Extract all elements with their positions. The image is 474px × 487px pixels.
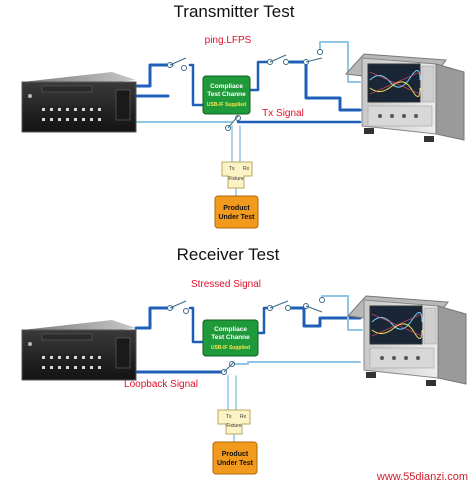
transmitter-section: Transmitter Test ping.LFPS (21, 2, 465, 229)
fixture-tx: Tx (226, 414, 232, 420)
channel-line3: USB-IF Supplied (207, 102, 246, 108)
transmitter-bottom-label: Tx Signal (262, 108, 304, 119)
receiver-top-label: Stressed Signal (191, 279, 261, 290)
dut-line2: Under Test (217, 460, 254, 467)
fixture-rx: Rx (240, 414, 247, 420)
transmitter-oscilloscope (344, 53, 465, 142)
transmitter-compliance-channel: Compliace Test Channe USB-IF Supplied (202, 75, 251, 115)
receiver-switches (167, 297, 325, 375)
receiver-cables (134, 295, 363, 443)
dut-line2: Under Test (218, 214, 255, 221)
channel-line1: Compliace (214, 326, 247, 333)
transmitter-dut: Product Under Test (214, 195, 259, 229)
transmitter-top-label: ping.LFPS (205, 35, 252, 46)
receiver-fixture: Tx Rx Fixture (217, 409, 251, 435)
receiver-bottom-label: Loopback Signal (124, 379, 198, 390)
fixture-rx: Rx (243, 166, 250, 172)
transmitter-switches (167, 49, 323, 131)
receiver-title: Receiver Test (177, 245, 280, 264)
transmitter-signal-generator (21, 72, 137, 133)
transmitter-fixture: Tx Rx Fixture (221, 161, 253, 189)
channel-line1: Compliace (210, 83, 243, 90)
dut-line1: Product (222, 451, 249, 458)
fixture-name: Fixture (228, 176, 244, 182)
channel-line3: USB-IF Supplied (211, 345, 250, 351)
transmitter-title: Transmitter Test (174, 2, 295, 21)
receiver-dut: Product Under Test (212, 441, 258, 475)
channel-line2: Test Channe (211, 334, 250, 341)
watermark: www.55dianzi.com (376, 471, 468, 483)
receiver-compliance-channel: Compliace Test Channe USB-IF Supplied (202, 319, 259, 357)
fixture-tx: Tx (229, 166, 235, 172)
fixture-name: Fixture (226, 423, 242, 429)
channel-line2: Test Channe (207, 91, 246, 98)
receiver-signal-generator (21, 320, 137, 381)
dut-line1: Product (223, 205, 250, 212)
receiver-oscilloscope (346, 295, 467, 386)
receiver-section: Receiver Test Stressed Signal (21, 245, 467, 475)
